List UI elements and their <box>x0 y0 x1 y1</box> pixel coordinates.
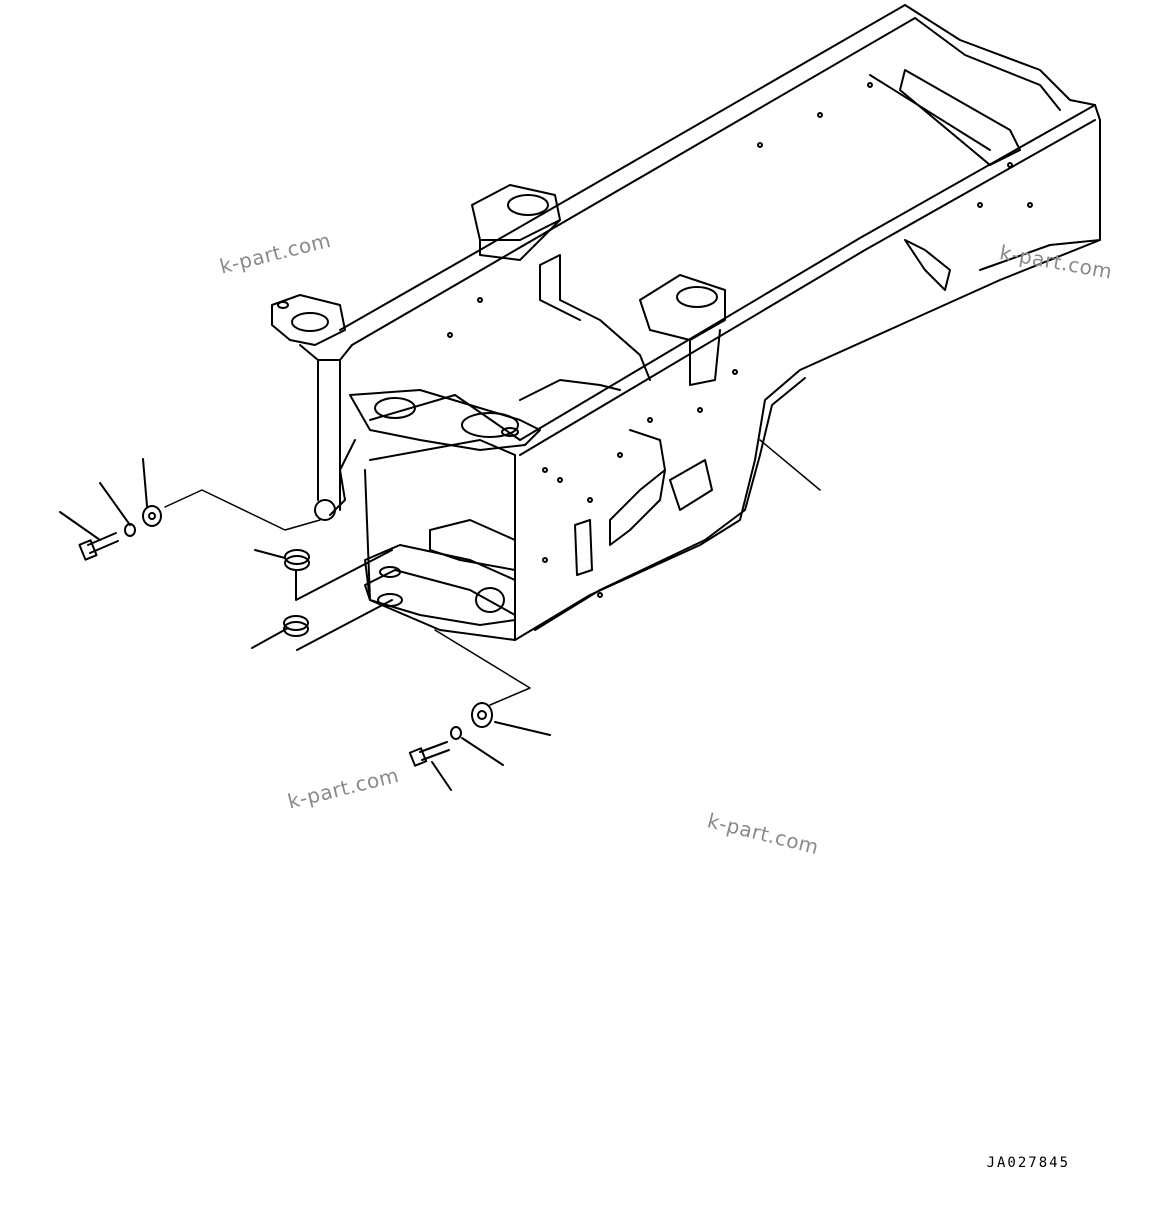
callout-lines <box>164 439 821 706</box>
lower-bolt-assembly <box>408 702 551 791</box>
frame-body <box>271 4 1101 641</box>
bushings <box>251 549 393 651</box>
upper-bolt-assembly <box>59 458 162 561</box>
drawing-code: JA027845 <box>986 1155 1070 1171</box>
